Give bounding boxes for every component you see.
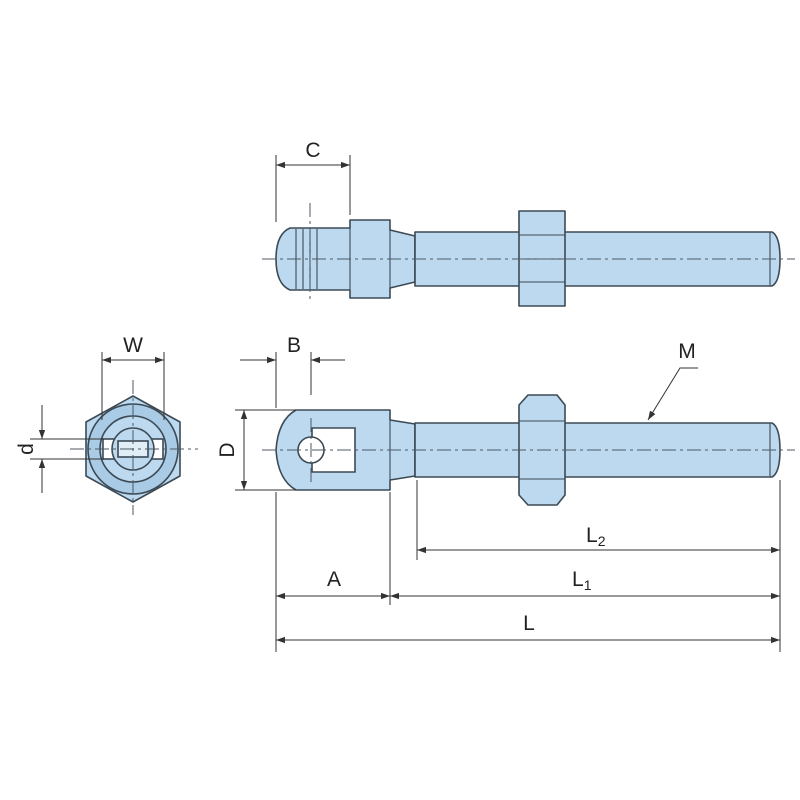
dim-label-a: A bbox=[327, 568, 341, 591]
dim-label-l1: L1 bbox=[572, 568, 592, 593]
dim-label-m: M bbox=[678, 340, 696, 363]
dim-label-c: C bbox=[305, 139, 320, 162]
dim-label-l: L bbox=[523, 612, 535, 635]
end-view: W d bbox=[15, 334, 198, 515]
main-view: B D M L2 A L1 L bbox=[216, 334, 795, 652]
dim-label-w: W bbox=[123, 334, 143, 357]
dim-label-b: B bbox=[287, 334, 301, 357]
top-view: C bbox=[262, 139, 795, 307]
dim-label-l2: L2 bbox=[586, 524, 606, 549]
dim-label-d-lower: d bbox=[15, 443, 38, 455]
dim-label-d-upper: D bbox=[216, 442, 239, 457]
